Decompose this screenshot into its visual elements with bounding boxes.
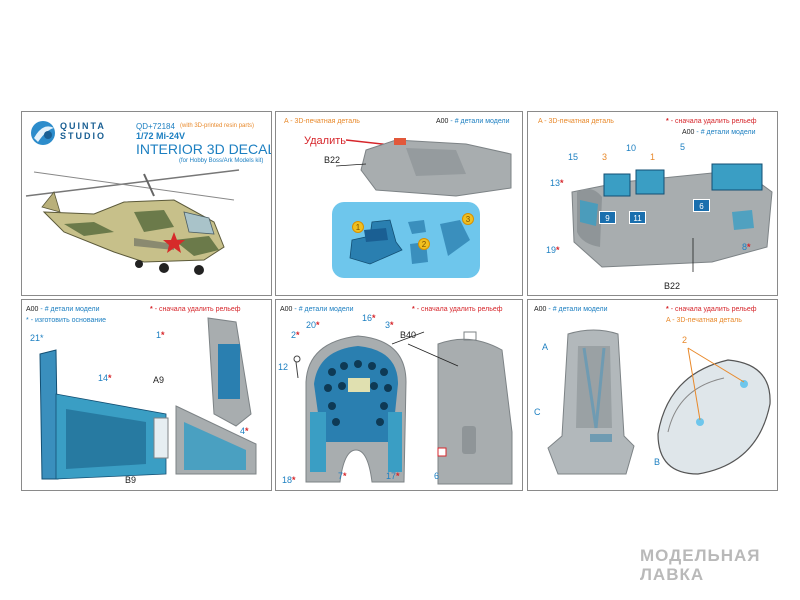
callout-3: 3 [602, 152, 608, 162]
callout-11: 11 [629, 211, 646, 224]
legend-model-part: A00 - # детали модели [534, 306, 608, 313]
callout-4: 4* [240, 426, 249, 436]
part-label-b22: B22 [664, 281, 681, 291]
product-code-note: (with 3D-printed resin parts) [180, 123, 255, 129]
quinta-logo-icon [31, 121, 55, 145]
product-title: INTERIOR 3D DECAL [136, 141, 272, 157]
callout-20: 20* [306, 320, 320, 330]
callout-5: 5 [680, 142, 686, 152]
callout-18: 18* [282, 475, 296, 485]
callout-C: C [534, 407, 541, 417]
circle-label-2: 2 [418, 238, 430, 250]
legend-printed: A - 3D-печатная деталь [538, 118, 614, 125]
part-label-b9: B9 [125, 475, 137, 485]
part-label-b40: B40 [400, 330, 417, 340]
legend-printed: A - 3D-печатная деталь [666, 317, 742, 324]
watermark-line2: ЛАВКА [640, 565, 705, 584]
callout-19: 19* [546, 245, 560, 255]
callout-1: 1 [650, 152, 656, 162]
store-watermark: МОДЕЛЬНАЯ ЛАВКА [640, 546, 761, 584]
cabin-floor-part [336, 138, 512, 197]
part-label-a9: A9 [153, 375, 165, 385]
legend-model-part: A00 - # детали модели [682, 129, 756, 136]
callout-15: 15 [568, 152, 579, 162]
legend-model-part: A00 - # детали модели [280, 306, 354, 313]
step-panel-6: A00 - # детали модели * - сначала удалит… [527, 299, 778, 491]
callout-9: 9 [599, 211, 616, 224]
callout-A: A [542, 342, 549, 352]
callout-2: 2 [682, 335, 688, 345]
legend-model-part: A00 - # детали модели [26, 306, 100, 313]
callout-2: 2* [291, 330, 300, 340]
seat-and-canopy-parts [547, 329, 771, 475]
brand-line2: STUDIO [60, 131, 107, 141]
header-panel: QUINTA STUDIO QD+72184 (with 3D-printed … [21, 111, 272, 296]
3d-printed-parts-group [332, 202, 480, 278]
watermark-line1: МОДЕЛЬНАЯ [640, 546, 761, 565]
callout-13: 13* [550, 178, 564, 188]
step-panel-3: A - 3D-печатная деталь * - сначала удали… [527, 111, 778, 296]
circle-label-3: 3 [462, 213, 474, 225]
callout-7: 7* [338, 471, 347, 481]
legend-remove-relief: * - сначала удалить рельеф [666, 306, 757, 313]
legend-printed: A - 3D-печатная деталь [284, 118, 360, 125]
callout-17: 17* [386, 471, 400, 481]
callout-B: B [654, 457, 661, 467]
callout-8: 8* [742, 242, 751, 252]
callout-12: 12 [278, 362, 289, 372]
part-label-b22: B22 [324, 155, 341, 165]
callout-10: 10 [626, 143, 637, 153]
legend-remove-relief: * - сначала удалить рельеф [150, 306, 241, 313]
kit-compat: (for Hobby Boss/Ark Models kit) [179, 158, 264, 164]
remove-label: Удалить [304, 135, 346, 147]
legend-make-base: * - изготовить основание [26, 317, 107, 324]
callout-1: 1* [156, 330, 165, 340]
step-panel-2: A - 3D-печатная деталь A00 - # детали мо… [275, 111, 523, 296]
step-panel-5: A00 - # детали модели * - сначала удалит… [275, 299, 523, 491]
legend-model-part: A00 - # детали модели [436, 118, 510, 125]
circle-label-1: 1 [352, 221, 364, 233]
legend-remove-relief: * - сначала удалить рельеф [666, 118, 757, 125]
callout-6: 6 [434, 471, 440, 481]
model-name: 1/72 Mi-24V [136, 131, 186, 141]
side-console-part [39, 317, 257, 480]
brand-line1: QUINTA [60, 121, 106, 131]
step-panel-4: A00 - # детали модели * - изготовить осн… [21, 299, 272, 491]
cabin-tub-part [571, 163, 773, 272]
instrument-panel-part [293, 331, 513, 485]
callout-6: 6 [693, 199, 710, 212]
callout-21: 21* [30, 333, 44, 343]
callout-16: 16* [362, 313, 376, 323]
product-code: QD+72184 [136, 122, 175, 131]
callout-14: 14* [98, 373, 112, 383]
legend-remove-relief: * - сначала удалить рельеф [412, 306, 503, 313]
helicopter-image [25, 169, 240, 275]
callout-3: 3* [385, 320, 394, 330]
